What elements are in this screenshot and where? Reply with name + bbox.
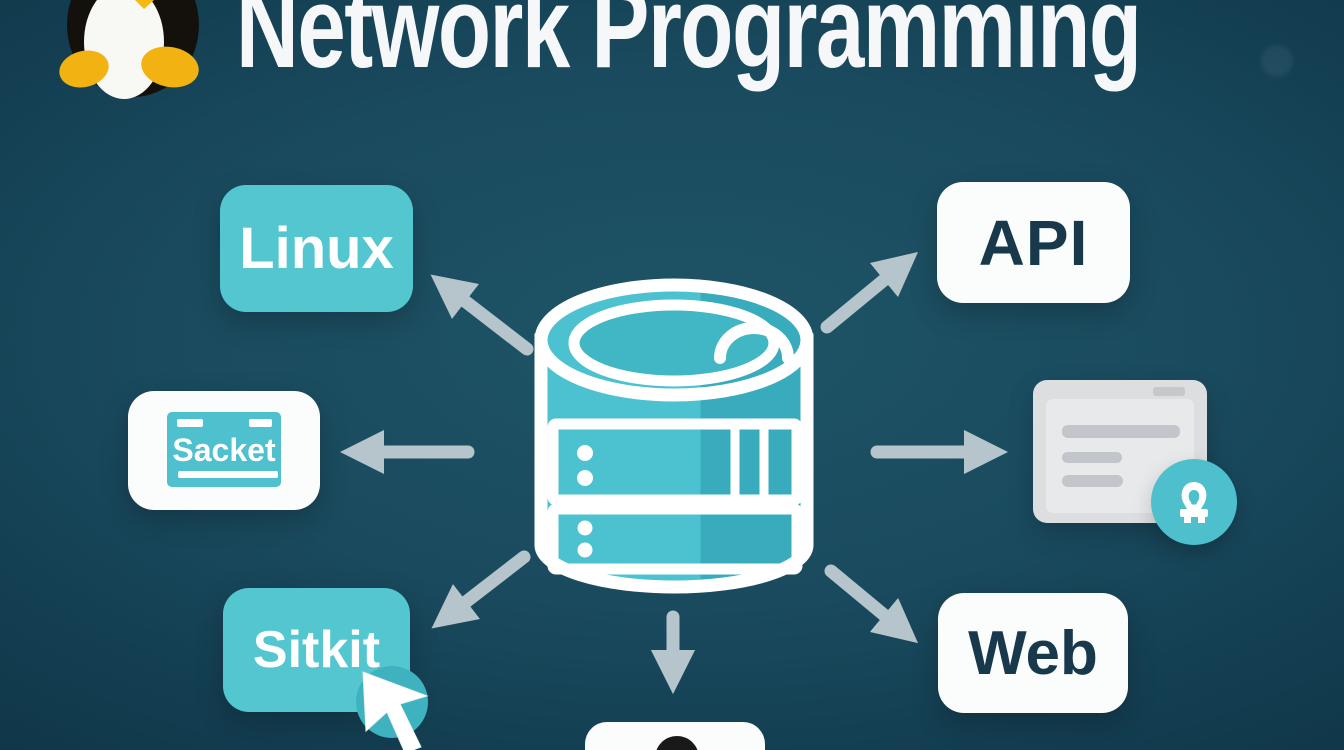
document-card-icon [1033, 380, 1237, 545]
arrow-down-left-icon [431, 550, 531, 629]
node-api: API [937, 182, 1130, 303]
page-title: Network Programming [236, 0, 1142, 92]
arrow-down-right-icon [824, 564, 919, 644]
document-chip [1153, 387, 1185, 396]
bottom-partial-dark-circle [655, 736, 699, 750]
document-text-line [1062, 452, 1122, 463]
ticket-dash-right [249, 419, 272, 427]
document-text-line [1062, 425, 1180, 438]
node-api-label: API [978, 206, 1089, 279]
ticket-underline [178, 471, 278, 478]
node-sacket-label: Sacket [172, 432, 276, 468]
arrow-up-right-icon [820, 251, 919, 334]
node-sacket: Sacket [128, 391, 320, 510]
node-linux-label: Linux [239, 216, 394, 281]
document-text-line [1062, 475, 1123, 487]
mouse-cursor-icon [362, 671, 429, 750]
ticket-icon: Sacket [167, 412, 281, 487]
ticket-dash-left [177, 419, 203, 427]
user-badge-icon [1151, 459, 1237, 545]
node-sitkit-label: Sitkit [252, 621, 381, 679]
node-linux: Linux [220, 185, 413, 312]
arrow-up-left-icon [430, 274, 534, 356]
bokeh-dot [1261, 45, 1293, 77]
database-icon [534, 278, 814, 594]
tux-penguin-icon [59, 0, 199, 99]
node-web: Web [938, 593, 1128, 713]
node-web-label: Web [968, 618, 1098, 688]
